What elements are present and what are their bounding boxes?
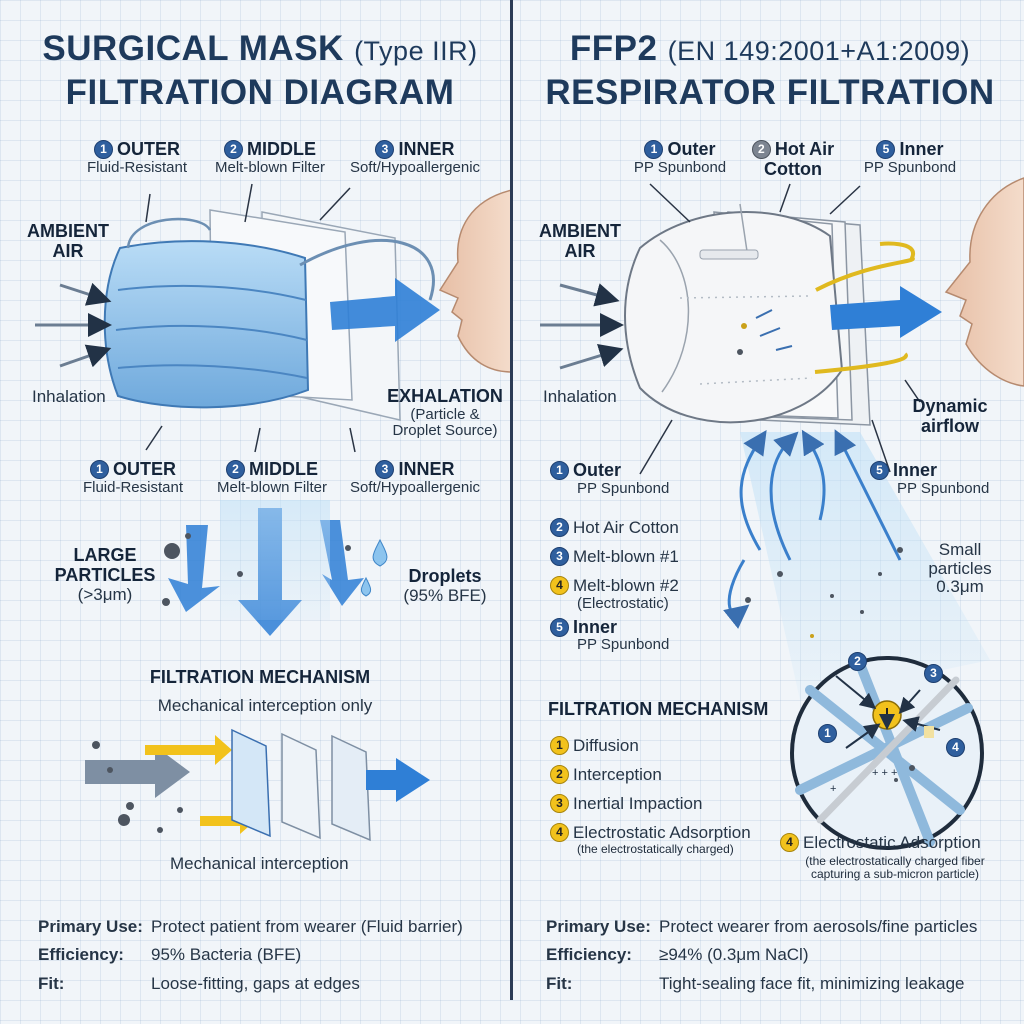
right-efficiency: Efficiency:≥94% (0.3μm NaCl)	[546, 945, 809, 964]
center-divider	[510, 0, 513, 1000]
svg-text:+: +	[830, 783, 836, 795]
right-face-icon	[944, 177, 1024, 387]
droplets-icon	[360, 538, 388, 597]
fiber-zoom-graphic: + + + +	[790, 656, 984, 850]
right-exhalation-arrow	[830, 286, 942, 338]
left-primary-use: Primary Use:Protect patient from wearer …	[38, 917, 463, 936]
left-face-icon	[438, 189, 513, 373]
left-title: SURGICAL MASK (Type IIR)	[42, 29, 478, 68]
small-particles	[745, 547, 903, 638]
ffp2-respirator-icon	[624, 203, 915, 426]
right-primary-use: Primary Use:Protect wearer from aerosols…	[546, 917, 978, 936]
right-airflow-arrows	[723, 429, 902, 629]
right-inhalation-label: Inhalation	[543, 387, 617, 406]
right-inhalation-arrows	[540, 283, 624, 370]
zoom-num-4: 4	[946, 738, 969, 758]
right-title: FFP2 (EN 149:2001+A1:2009)	[569, 29, 971, 68]
zoom-num-3: 3	[924, 664, 947, 684]
large-particles	[162, 533, 351, 606]
zoom-num-1: 1	[818, 724, 841, 744]
left-mechanism-graphic	[85, 728, 430, 842]
svg-text:+ + +: + + +	[872, 767, 897, 779]
left-efficiency: Efficiency:95% Bacteria (BFE)	[38, 945, 302, 964]
left-fit: Fit:Loose-fitting, gaps at edges	[38, 974, 360, 993]
left-exhalation-label: EXHALATION (Particle & Droplet Source)	[387, 386, 503, 440]
zoom-num-2: 2	[848, 652, 871, 672]
left-mechanism-title: FILTRATION MECHANISM	[149, 667, 371, 687]
right-fit: Fit:Tight-sealing face fit, minimizing l…	[546, 974, 965, 993]
droplets-label: Droplets (95% BFE)	[403, 566, 487, 605]
left-mechanism-sub: Mechanical interception only	[157, 696, 373, 715]
left-exhalation-arrow	[330, 278, 440, 342]
left-mechanism-caption: Mechanical interception	[170, 854, 349, 873]
left-inhalation-arrows	[35, 282, 112, 368]
large-particles-label: LARGE PARTICLES (>3μm)	[54, 545, 156, 604]
right-title-line2: RESPIRATOR FILTRATION	[545, 73, 995, 112]
right-mechanism-title: FILTRATION MECHANISM	[548, 699, 769, 719]
left-inhalation-label: Inhalation	[32, 387, 106, 406]
small-particles-label: Small particles 0.3μm	[928, 540, 992, 597]
left-title-line2: FILTRATION DIAGRAM	[65, 73, 455, 112]
